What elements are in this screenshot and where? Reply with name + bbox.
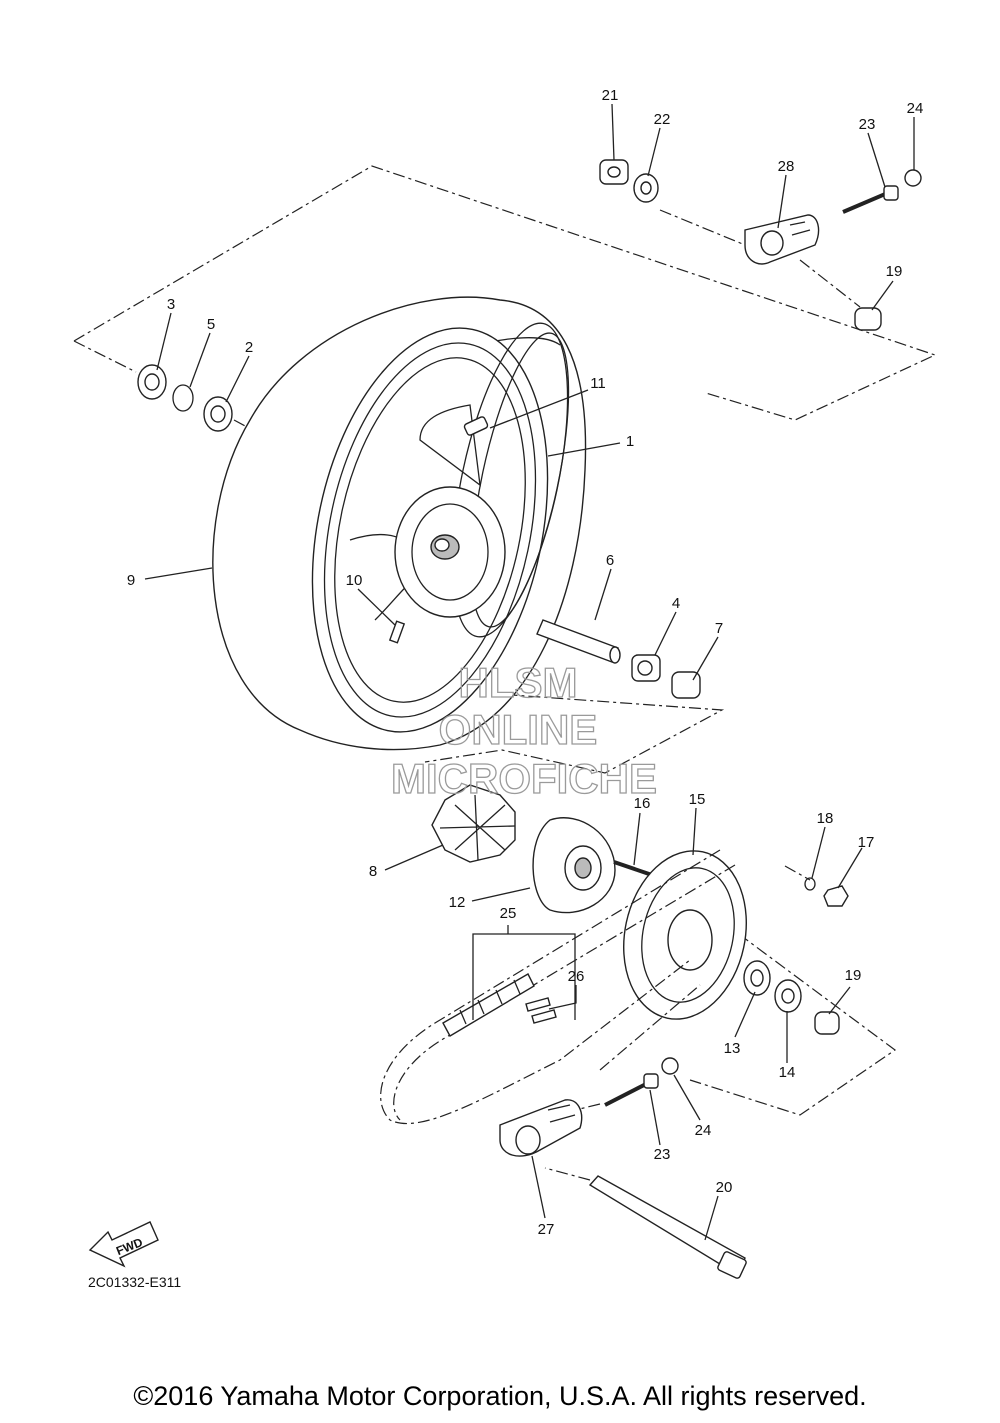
part-22-washer [633,173,659,203]
part-label-2: 2 [245,339,253,356]
valve-stem [388,620,406,644]
part-label-23-lower: 23 [654,1146,671,1163]
part-label-3: 3 [167,296,175,313]
part-24-nut-upper [904,169,922,187]
part-label-8: 8 [369,863,377,880]
part-26-link-pins [525,997,557,1024]
part-17-nut [823,885,849,907]
part-label-18: 18 [817,810,834,827]
part-7-collar [671,671,701,699]
part-label-14: 14 [779,1064,796,1081]
part-label-11: 11 [590,375,606,392]
part-label-19-lower: 19 [845,967,862,984]
part-label-22: 22 [654,111,671,128]
watermark-line-2: ONLINE [439,706,598,753]
copyright-notice: ©2016 Yamaha Motor Corporation, U.S.A. A… [133,1381,867,1411]
part-14-bearing [774,979,802,1013]
leader-lines [144,103,915,1241]
part-27-chain-puller [499,1099,583,1157]
balance-weight [463,416,489,436]
part-label-16: 16 [634,795,651,812]
part-label-13: 13 [724,1040,741,1057]
part-label-5: 5 [207,316,215,333]
part-label-25: 25 [500,905,517,922]
part-23-adjusting-bolt-lower [604,1073,659,1107]
wheel-spoke [419,404,481,487]
watermark: HLSM ONLINE MICROFICHE [390,658,657,802]
part-4-bearing [631,654,661,682]
part-13-oil-seal [743,960,771,996]
part-6-spacer [536,619,621,664]
part-number-labels: 1 2 3 4 5 6 7 8 9 10 11 12 13 14 15 16 1… [127,87,924,1238]
part-16-stud-bolt [613,860,653,877]
part-3-oil-seal [137,364,167,400]
part-label-9: 9 [127,572,135,589]
part-12-clutch-hub [532,817,616,914]
part-28-chain-puller [744,214,820,265]
part-label-7: 7 [715,620,723,637]
part-label-26: 26 [568,968,585,985]
part-label-27: 27 [538,1221,555,1238]
watermark-line-1: HLSM [459,659,578,706]
part-label-21: 21 [602,87,619,104]
part-label-20: 20 [716,1179,733,1196]
drive-chain [380,849,736,1125]
part-label-23-upper: 23 [859,116,876,133]
part-23-adjusting-bolt-upper [842,185,899,214]
part-label-17: 17 [858,834,875,851]
part-5-circlip [172,384,194,412]
part-label-10: 10 [346,572,363,589]
part-24-nut-lower [661,1057,679,1075]
part-label-19-upper: 19 [886,263,903,280]
part-20-rear-axle [588,1175,747,1279]
diagram-code: 2C01332-E311 [88,1274,182,1290]
part-2-bearing [203,396,233,432]
part-21-collar [599,159,629,185]
part-label-1: 1 [626,433,634,450]
part-label-15: 15 [689,791,706,808]
watermark-line-3: MICROFICHE [391,755,657,802]
part-label-12: 12 [449,894,466,911]
rear-wheel-assembly [212,296,587,751]
part-label-24-lower: 24 [695,1122,712,1139]
part-label-4: 4 [672,595,680,612]
part-15-sprocket [623,850,747,1020]
part-25-chain-link [442,973,535,1037]
part-19-collar-lower [814,1011,840,1035]
part-label-28: 28 [778,158,795,175]
part-19-collar-upper [854,307,882,331]
part-18-washer [804,877,816,891]
part-label-24-upper: 24 [907,100,924,117]
part-label-6: 6 [606,552,614,569]
fwd-arrow-icon: FWD [88,1221,159,1268]
part-8-damper [431,784,516,863]
